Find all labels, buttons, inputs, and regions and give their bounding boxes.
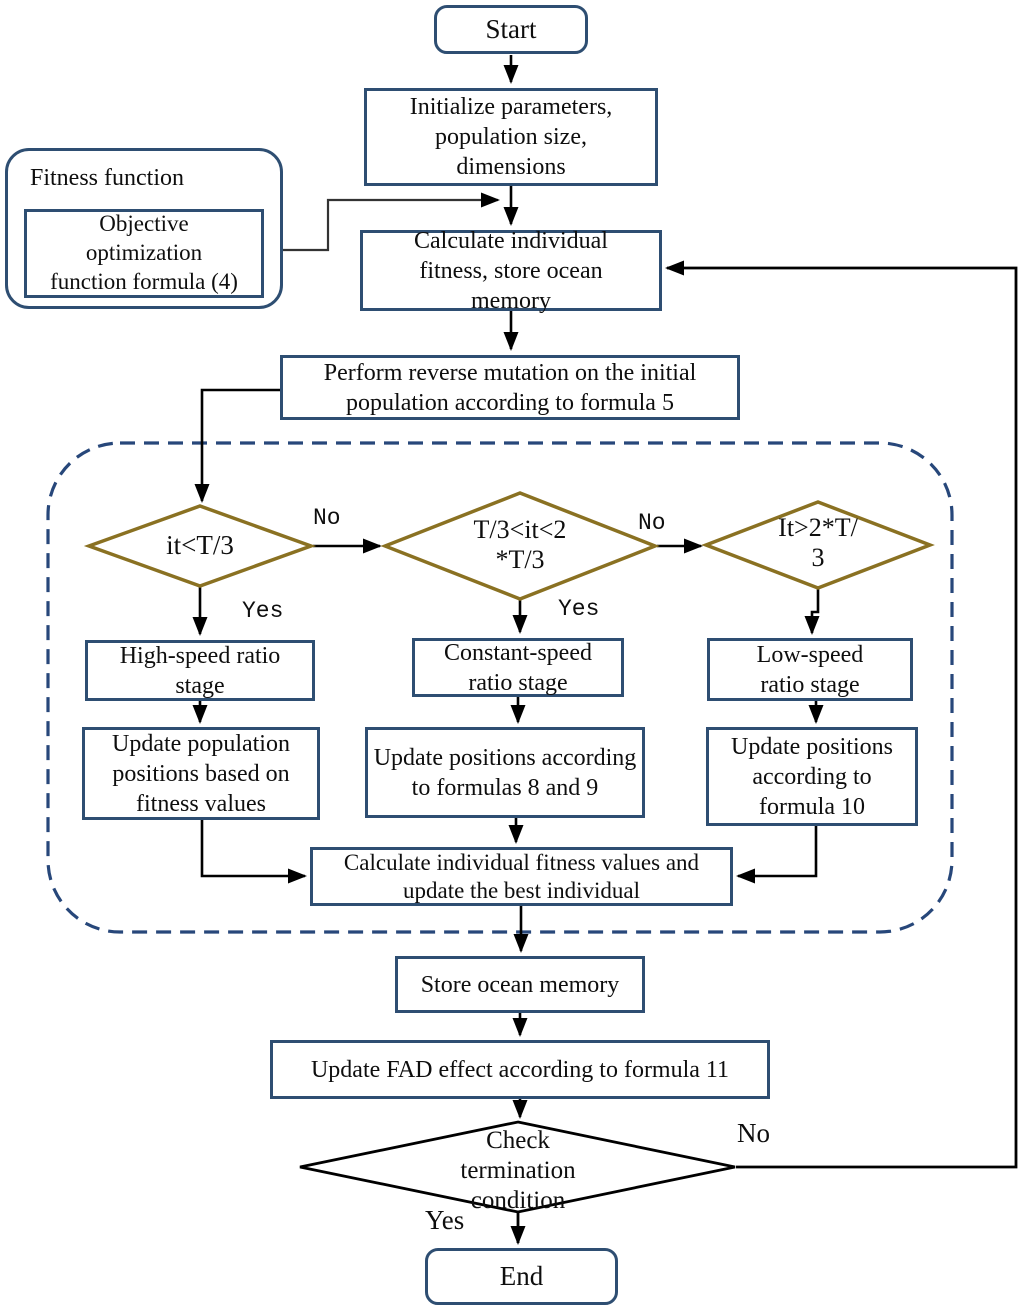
yes-label-early: Yes: [242, 598, 284, 624]
fitness-function-group: Fitness function Objective optimization …: [5, 148, 283, 309]
termination-text: Check termination condition: [460, 1127, 576, 1214]
objective-function-node: Objective optimization function formula …: [24, 209, 264, 298]
calculate-best-node: Calculate individual fitness values and …: [310, 847, 733, 906]
update-constant-node: Update positions according to formulas 8…: [365, 727, 645, 818]
connector-update-low-to-calc-best: [736, 826, 818, 884]
decision-early-text: it<T/3: [166, 530, 234, 560]
high-speed-stage-node: High-speed ratio stage: [85, 640, 315, 701]
decision-mid-text: T/3<it<2 *T/3: [473, 515, 567, 574]
loop-body-dashed-container: [46, 441, 954, 934]
update-high-node: Update population positions based on fit…: [82, 727, 320, 820]
decision-late-text: It>2*T/ 3: [778, 513, 858, 572]
no-label-termination: No: [737, 1118, 770, 1148]
calculate-fitness-node: Calculate individual fitness, store ocea…: [360, 228, 662, 314]
no-label-early: No: [313, 505, 341, 531]
initialize-node: Initialize parameters, population size, …: [364, 88, 658, 186]
constant-speed-stage-node: Constant-speed ratio stage: [412, 638, 624, 697]
yes-label-termination: Yes: [425, 1205, 465, 1235]
update-low-node: Update positions according to formula 10: [706, 727, 918, 826]
no-label-mid: No: [638, 510, 666, 536]
end-node: End: [425, 1248, 618, 1305]
arrow-late-to-low-stage: [804, 589, 820, 635]
yes-label-mid: Yes: [558, 596, 600, 622]
decision-mid-diamond: [380, 491, 660, 601]
connector-fitness-to-calculate: [261, 192, 500, 252]
update-fad-node: Update FAD effect according to formula 1…: [270, 1040, 770, 1099]
fitness-function-label: Fitness function: [30, 165, 184, 191]
connector-mutation-to-decision-early: [194, 388, 282, 503]
connector-no-termination-loop: [665, 260, 1018, 1169]
termination-diamond: [299, 1120, 736, 1214]
decision-early-diamond: [83, 504, 317, 588]
decision-late-diamond: [701, 500, 935, 590]
store-memory-node: Store ocean memory: [395, 956, 645, 1013]
low-speed-stage-node: Low-speed ratio stage: [707, 638, 913, 701]
connector-update-high-to-calc-best: [200, 820, 307, 884]
start-node: Start: [434, 5, 588, 54]
reverse-mutation-node: Perform reverse mutation on the initial …: [280, 355, 740, 420]
